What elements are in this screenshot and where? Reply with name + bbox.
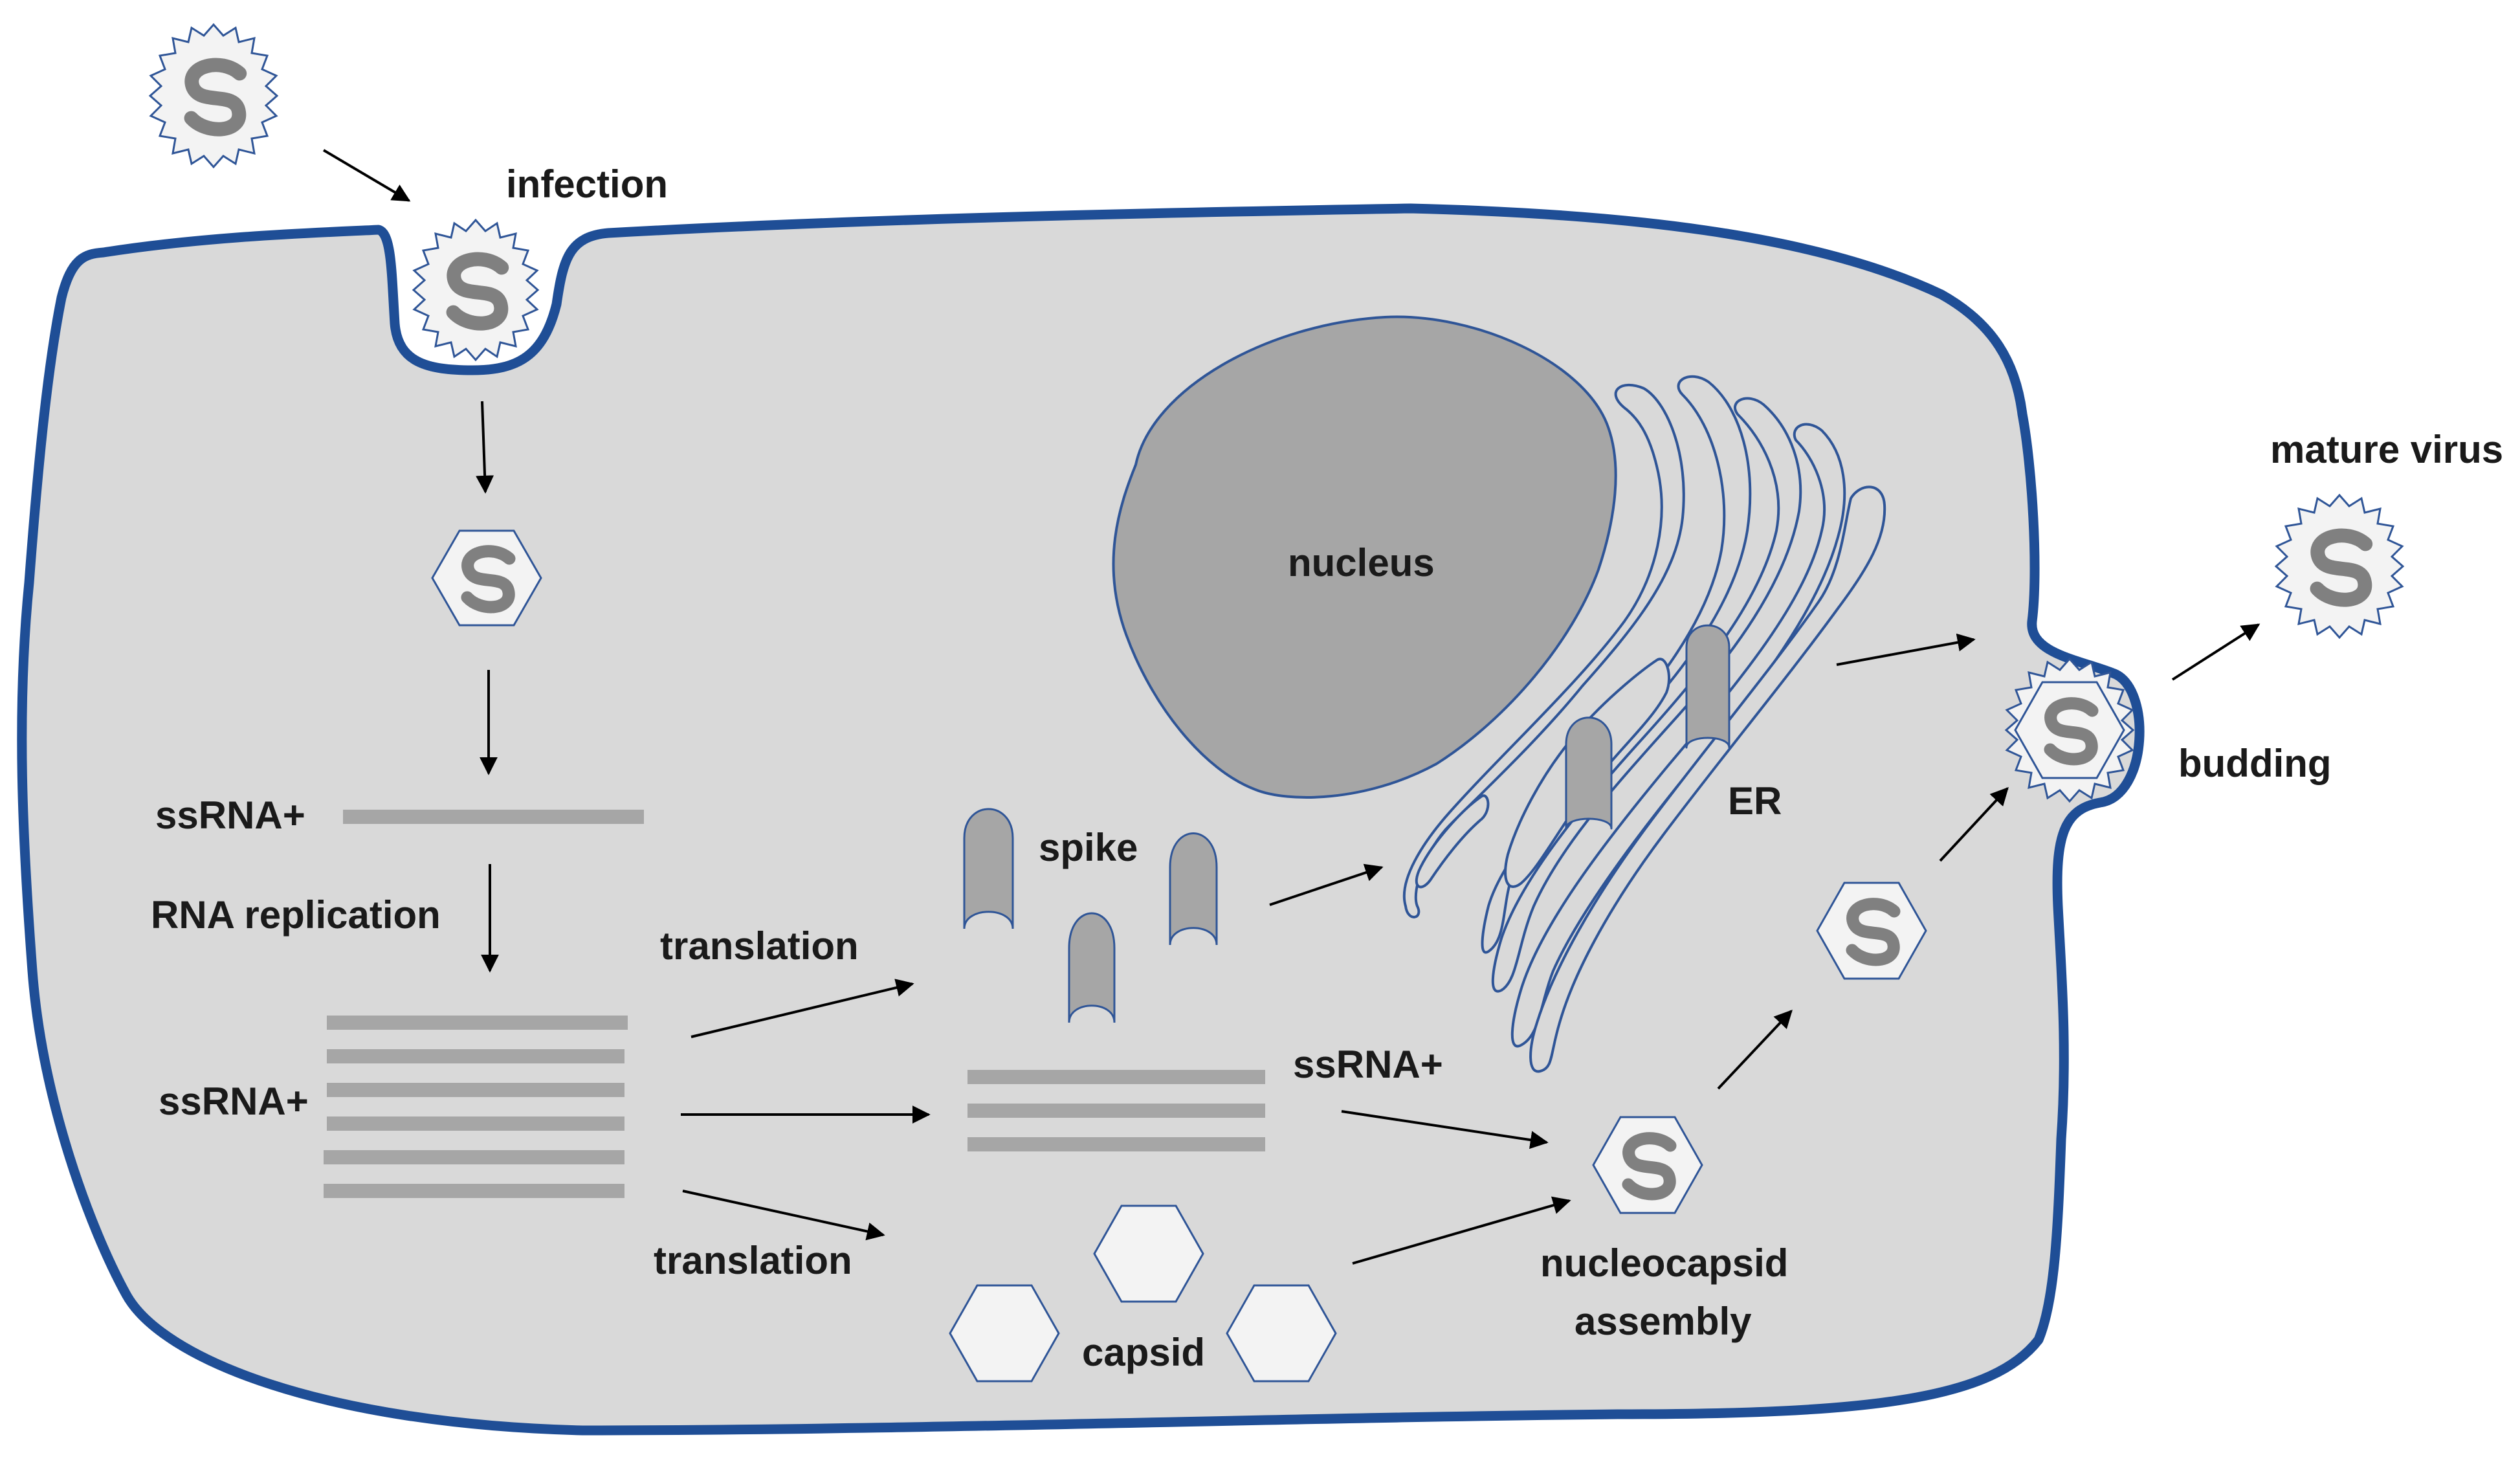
arrow-transport-to-budding xyxy=(1939,786,2009,862)
budding-label: budding xyxy=(2178,742,2332,785)
translation-top-label: translation xyxy=(660,924,859,968)
nucleocapsid-assembly-label-line2: assembly xyxy=(1575,1300,1752,1343)
transported-nucleocapsid xyxy=(1816,882,1927,980)
arrow-translation-to-capsid xyxy=(682,1190,885,1241)
arrow-assembly-to-transport xyxy=(1717,1009,1793,1090)
arrow-ssrna-to-assembly xyxy=(1341,1110,1549,1149)
ssrna-top-label: ssRNA+ xyxy=(155,794,305,837)
assembled-nucleocapsid xyxy=(1592,1116,1703,1214)
arrow-spike-to-er xyxy=(1269,863,1384,906)
er-spike-protein xyxy=(1565,716,1613,830)
nucleus-label: nucleus xyxy=(1288,541,1435,584)
arrow-entry-to-uncoating xyxy=(476,401,494,494)
nucleus xyxy=(1112,315,1617,799)
ssrna-middle-label: ssRNA+ xyxy=(1293,1043,1443,1086)
entering-virion xyxy=(412,218,540,362)
er-cisterna-7 xyxy=(1415,794,1490,889)
er-cisterna-5 xyxy=(1529,485,1886,1073)
endoplasmic-reticulum xyxy=(1402,375,1886,1073)
spike-label: spike xyxy=(1039,826,1138,869)
spike-protein xyxy=(1169,832,1218,946)
arrow-to-infection xyxy=(322,149,411,202)
mature-virion xyxy=(2274,493,2405,639)
capsid-hexagon xyxy=(949,1284,1060,1383)
spike-proteins xyxy=(963,808,1218,1023)
infection-label: infection xyxy=(506,162,668,206)
arrow-translation-to-spike xyxy=(691,979,914,1038)
ssrna-pool xyxy=(967,1070,1265,1151)
translation-bottom-label: translation xyxy=(654,1239,852,1282)
er-label: ER xyxy=(1728,779,1782,823)
arrow-capsid-to-assembly xyxy=(1352,1196,1571,1265)
capsid-proteins xyxy=(949,1205,1337,1383)
mature-virus-label: mature virus xyxy=(2270,428,2503,471)
arrow-budding-to-release xyxy=(2171,623,2260,681)
capsid-hexagon xyxy=(1226,1284,1337,1383)
er-cisterna-3 xyxy=(1491,397,1802,993)
capsid-hexagon xyxy=(1093,1205,1204,1303)
spike-protein xyxy=(963,808,1014,929)
rna-replication-label: RNA replication xyxy=(151,893,441,937)
replicated-ssrna-strands xyxy=(324,1016,628,1198)
incoming-virion xyxy=(148,23,279,169)
budding-virion xyxy=(2004,657,2135,803)
er-cisterna-1 xyxy=(1402,383,1685,918)
released-nucleocapsid xyxy=(431,529,542,627)
nucleocapsid-assembly-label-line1: nucleocapsid xyxy=(1540,1241,1788,1285)
er-spike-protein xyxy=(1685,624,1730,749)
cell-membrane xyxy=(17,203,2145,1436)
ssrna-left-label: ssRNA+ xyxy=(159,1080,309,1123)
capsid-label: capsid xyxy=(1082,1331,1205,1374)
arrow-er-to-budding xyxy=(1836,633,1976,666)
spike-protein xyxy=(1068,912,1116,1023)
